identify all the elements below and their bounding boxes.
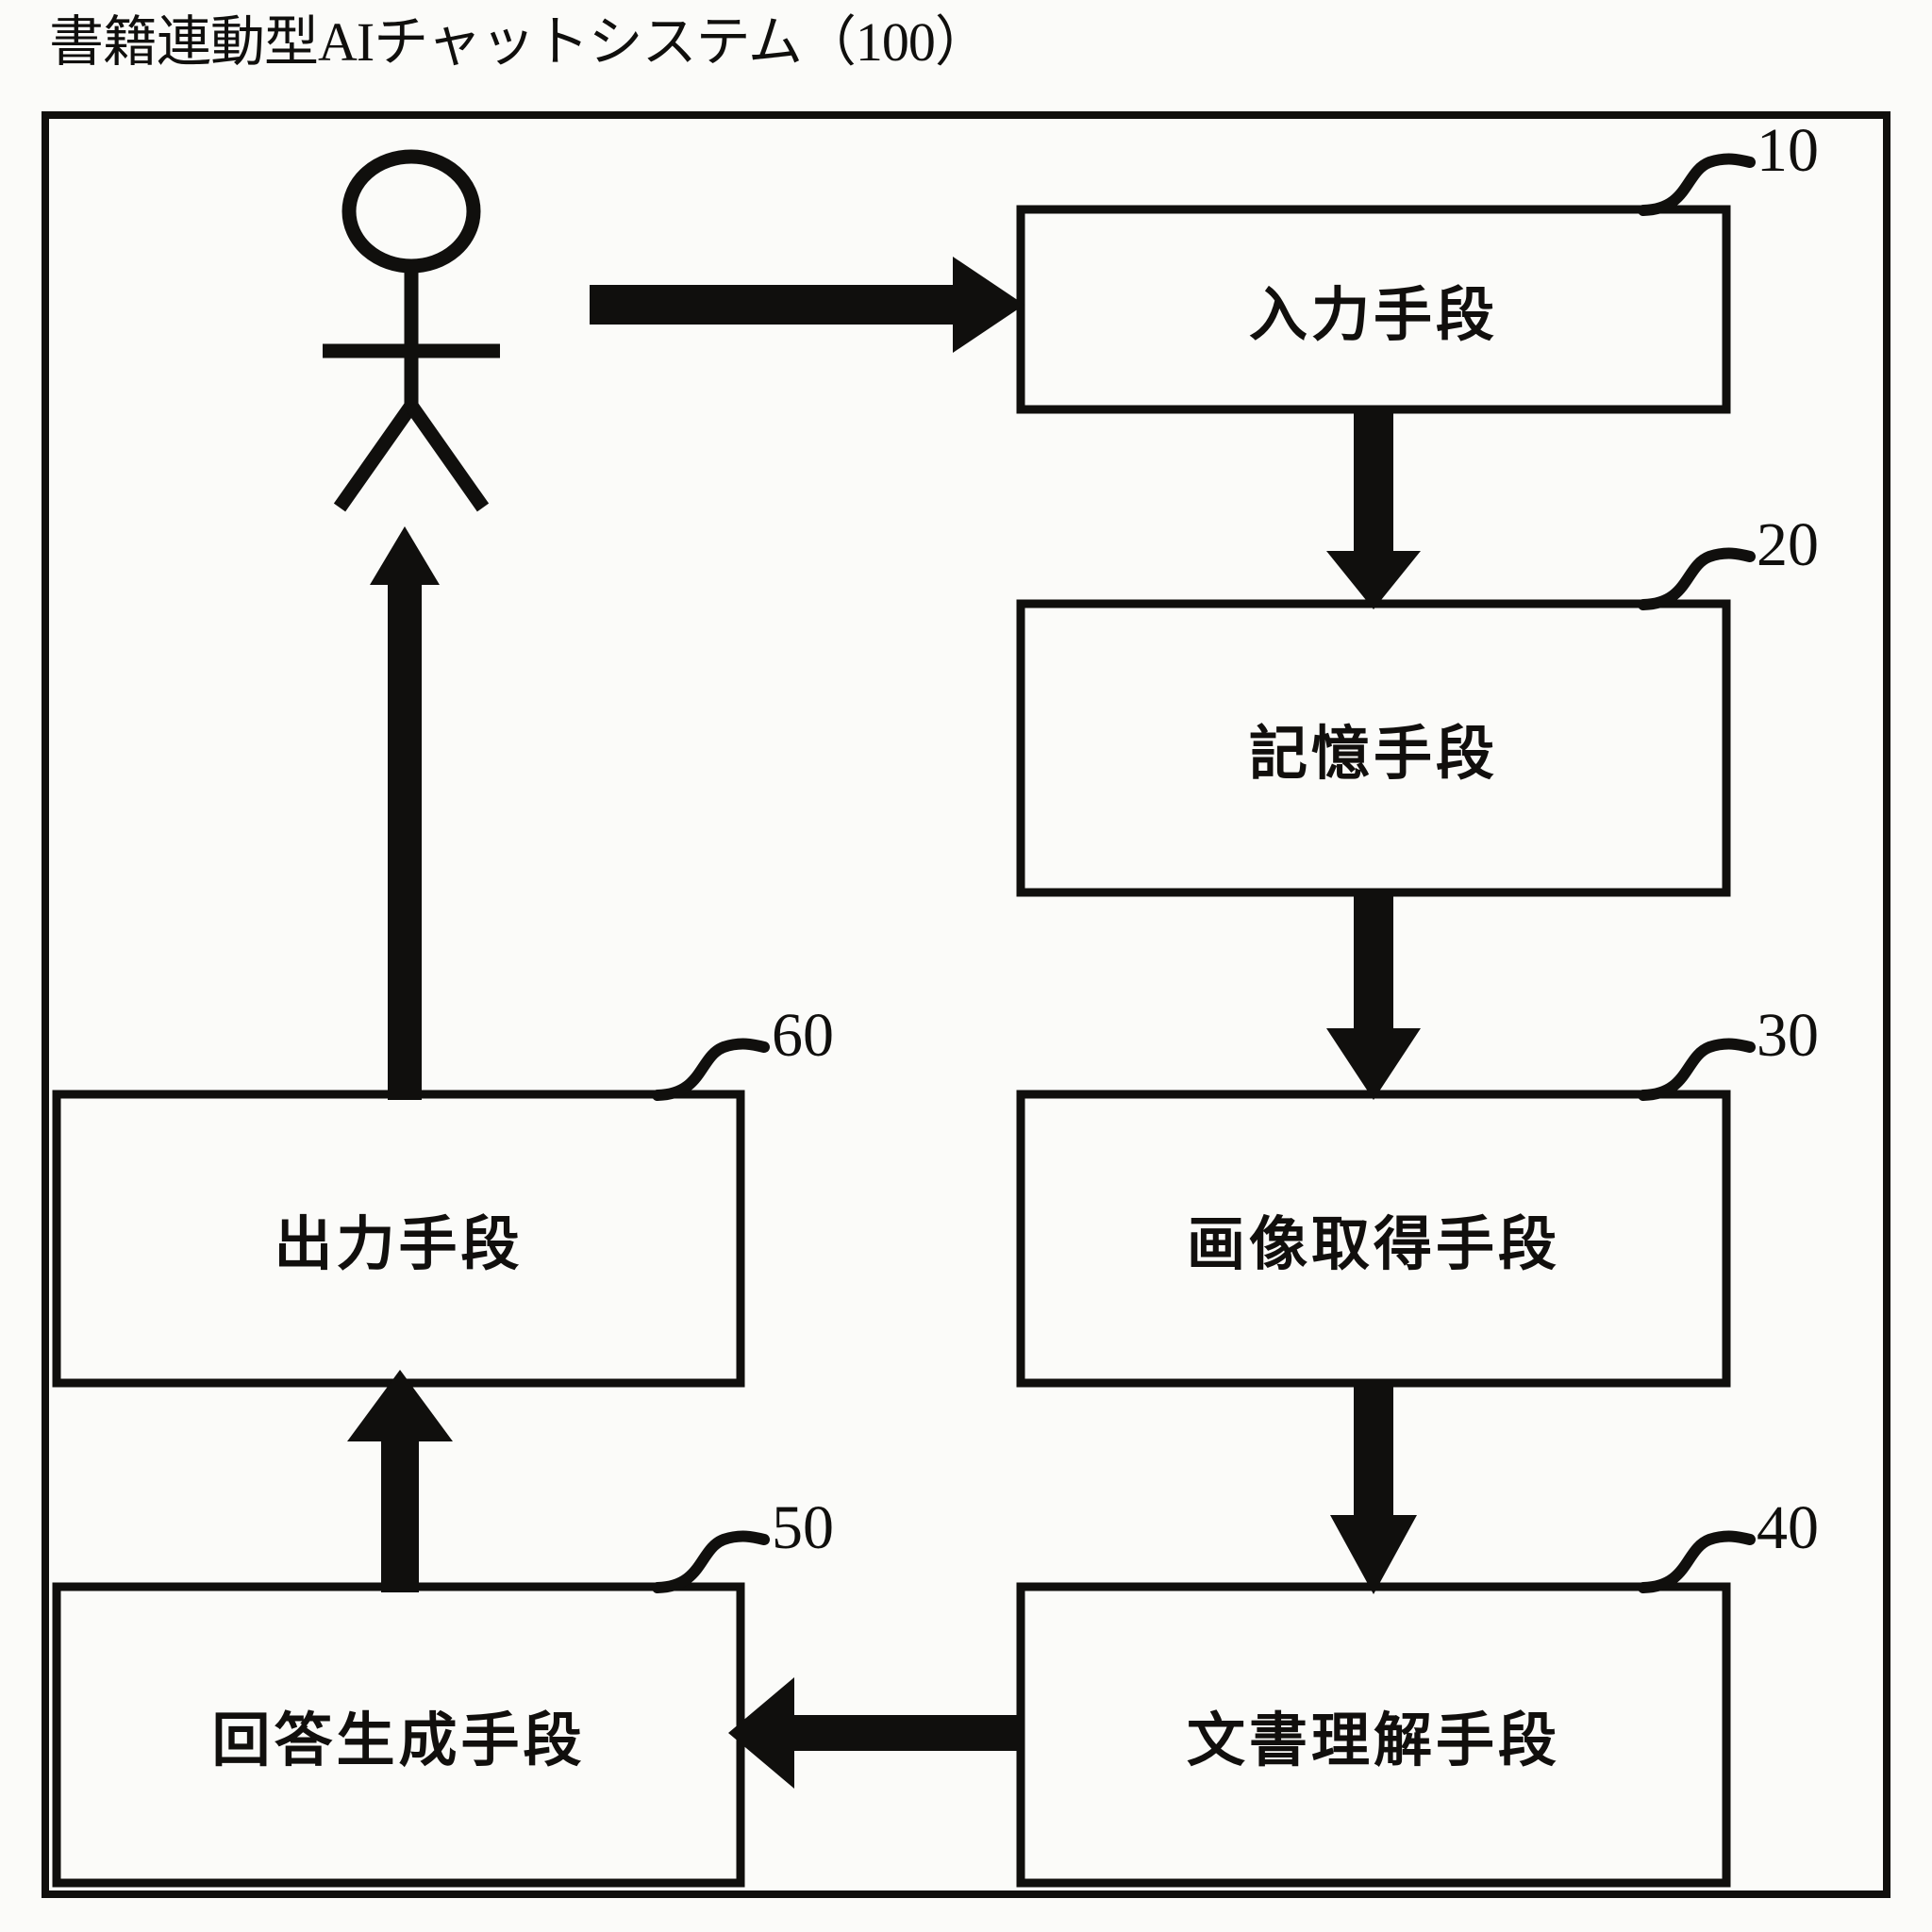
stick-figure-leg-right xyxy=(405,401,490,512)
system-frame xyxy=(42,111,1890,1898)
connector-memory-to-image xyxy=(1326,892,1421,1100)
leader-line-10 xyxy=(1638,153,1756,216)
stick-figure-head-icon xyxy=(341,149,481,274)
connector-image-to-document xyxy=(1330,1383,1417,1594)
leader-line-50 xyxy=(652,1530,770,1593)
ref-number-10: 10 xyxy=(1757,116,1819,185)
block-answer-generation[interactable] xyxy=(52,1582,745,1888)
connector-output-to-user xyxy=(370,526,440,1100)
ref-number-40: 40 xyxy=(1757,1493,1819,1562)
leader-line-20 xyxy=(1638,547,1756,610)
leader-lines xyxy=(652,153,1756,1593)
leader-line-60 xyxy=(652,1038,770,1101)
block-input[interactable] xyxy=(1016,205,1731,414)
ref-number-50: 50 xyxy=(772,1493,834,1562)
ref-number-20: 20 xyxy=(1757,510,1819,579)
connector-answer-to-output xyxy=(347,1370,453,1592)
block-document-understanding[interactable] xyxy=(1016,1582,1731,1888)
user-stick-figure xyxy=(323,149,500,512)
leader-line-30 xyxy=(1638,1038,1756,1101)
connector-document-to-answer xyxy=(728,1677,1024,1789)
ref-number-30: 30 xyxy=(1757,1001,1819,1070)
block-memory[interactable] xyxy=(1016,599,1731,897)
leader-line-40 xyxy=(1638,1530,1756,1593)
stick-figure-leg-left xyxy=(333,401,418,512)
ref-number-60: 60 xyxy=(772,1001,834,1070)
page-title: 書籍連動型AIチャットシステム（100） xyxy=(49,11,990,73)
block-output[interactable] xyxy=(52,1090,745,1388)
block-image-acquisition[interactable] xyxy=(1016,1090,1731,1388)
connector-user-to-input xyxy=(590,257,1024,353)
connector-input-to-memory xyxy=(1326,409,1421,609)
